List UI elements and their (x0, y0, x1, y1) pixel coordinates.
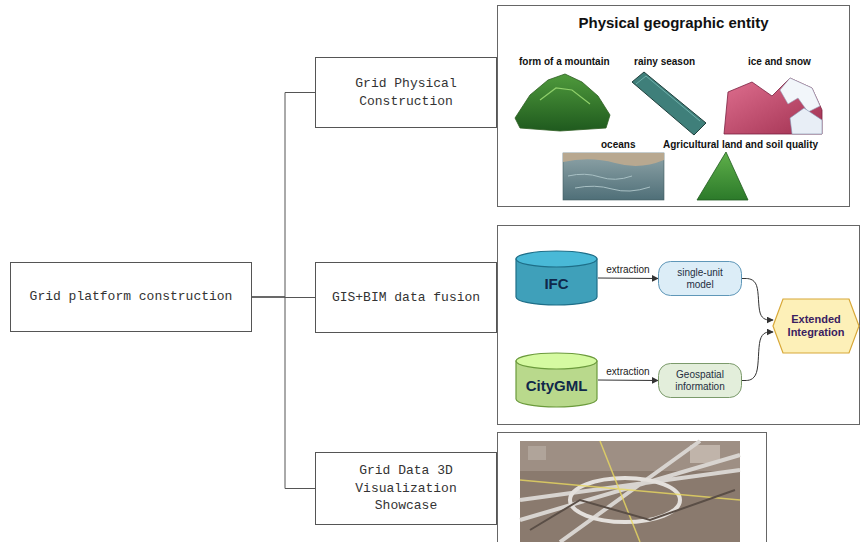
mountain-ridge (540, 88, 590, 104)
node-label: GIS+BIM data fusion (332, 289, 480, 307)
model-box: Geospatial information (658, 363, 742, 398)
process-box: Grid Physical Construction (315, 57, 497, 128)
ice-snow-figure (724, 78, 822, 134)
rainy-season-figure (632, 72, 706, 135)
photo-block (528, 446, 546, 460)
figure-caption: ice and snow (748, 56, 811, 67)
cylinder-top (516, 251, 597, 267)
data-cylinder: CityGML (515, 352, 598, 408)
hexagon (773, 299, 859, 353)
rainy-season-highlight (636, 76, 700, 121)
photo-road-edge (530, 490, 735, 530)
visualization-frame (498, 433, 767, 542)
figure-caption: Agricultural land and soil quality (663, 139, 818, 150)
ocean-figure (563, 153, 664, 200)
edge-label: extraction (605, 366, 650, 377)
figure-caption: oceans (601, 139, 635, 150)
node-label: Grid Data 3D Visualization Showcase (326, 462, 486, 515)
model-box: single-unit model (658, 261, 742, 296)
integration-hexagon: Extended Integration (772, 298, 860, 354)
mountain-figure (515, 74, 610, 131)
node-label: Grid platform construction (30, 288, 233, 306)
tree-connector (252, 93, 315, 298)
node-label: Geospatial information (664, 369, 736, 392)
photo-roads (520, 441, 740, 542)
fusion-frame (498, 226, 860, 425)
tree-connector (252, 297, 315, 489)
entity-panel: Physical geographic entity form of a moun… (497, 5, 850, 207)
flow-arrow (742, 332, 773, 381)
panel-heading: Physical geographic entity (498, 14, 849, 31)
photo-overlay-lines (520, 441, 740, 542)
flow-arrow (598, 278, 658, 280)
flow-arrow (598, 380, 658, 382)
flow-arrow (742, 279, 773, 321)
figure-caption: form of a mountain (519, 56, 610, 67)
ocean-shore (563, 153, 664, 166)
node-label: Grid Physical Construction (326, 75, 486, 110)
rounded-rect (659, 364, 742, 398)
process-box: Grid Data 3D Visualization Showcase (315, 452, 497, 525)
city-photo (520, 441, 740, 542)
ocean-waves (568, 174, 650, 191)
edge-label: extraction (605, 264, 650, 275)
process-box: GIS+BIM data fusion (315, 262, 497, 333)
snow-field (790, 108, 822, 134)
cylinder-top (516, 353, 597, 369)
node-label: Extended Integration (784, 313, 848, 338)
snow-cap (780, 78, 820, 112)
root-box: Grid platform construction (10, 262, 252, 332)
farmland-figure (697, 152, 748, 200)
rounded-rect (659, 262, 742, 296)
figure-caption: rainy season (634, 56, 695, 67)
node-label: single-unit model (664, 267, 736, 290)
node-label: IFC (544, 265, 568, 292)
node-label: CityGML (526, 367, 588, 394)
data-cylinder: IFC (515, 250, 598, 306)
